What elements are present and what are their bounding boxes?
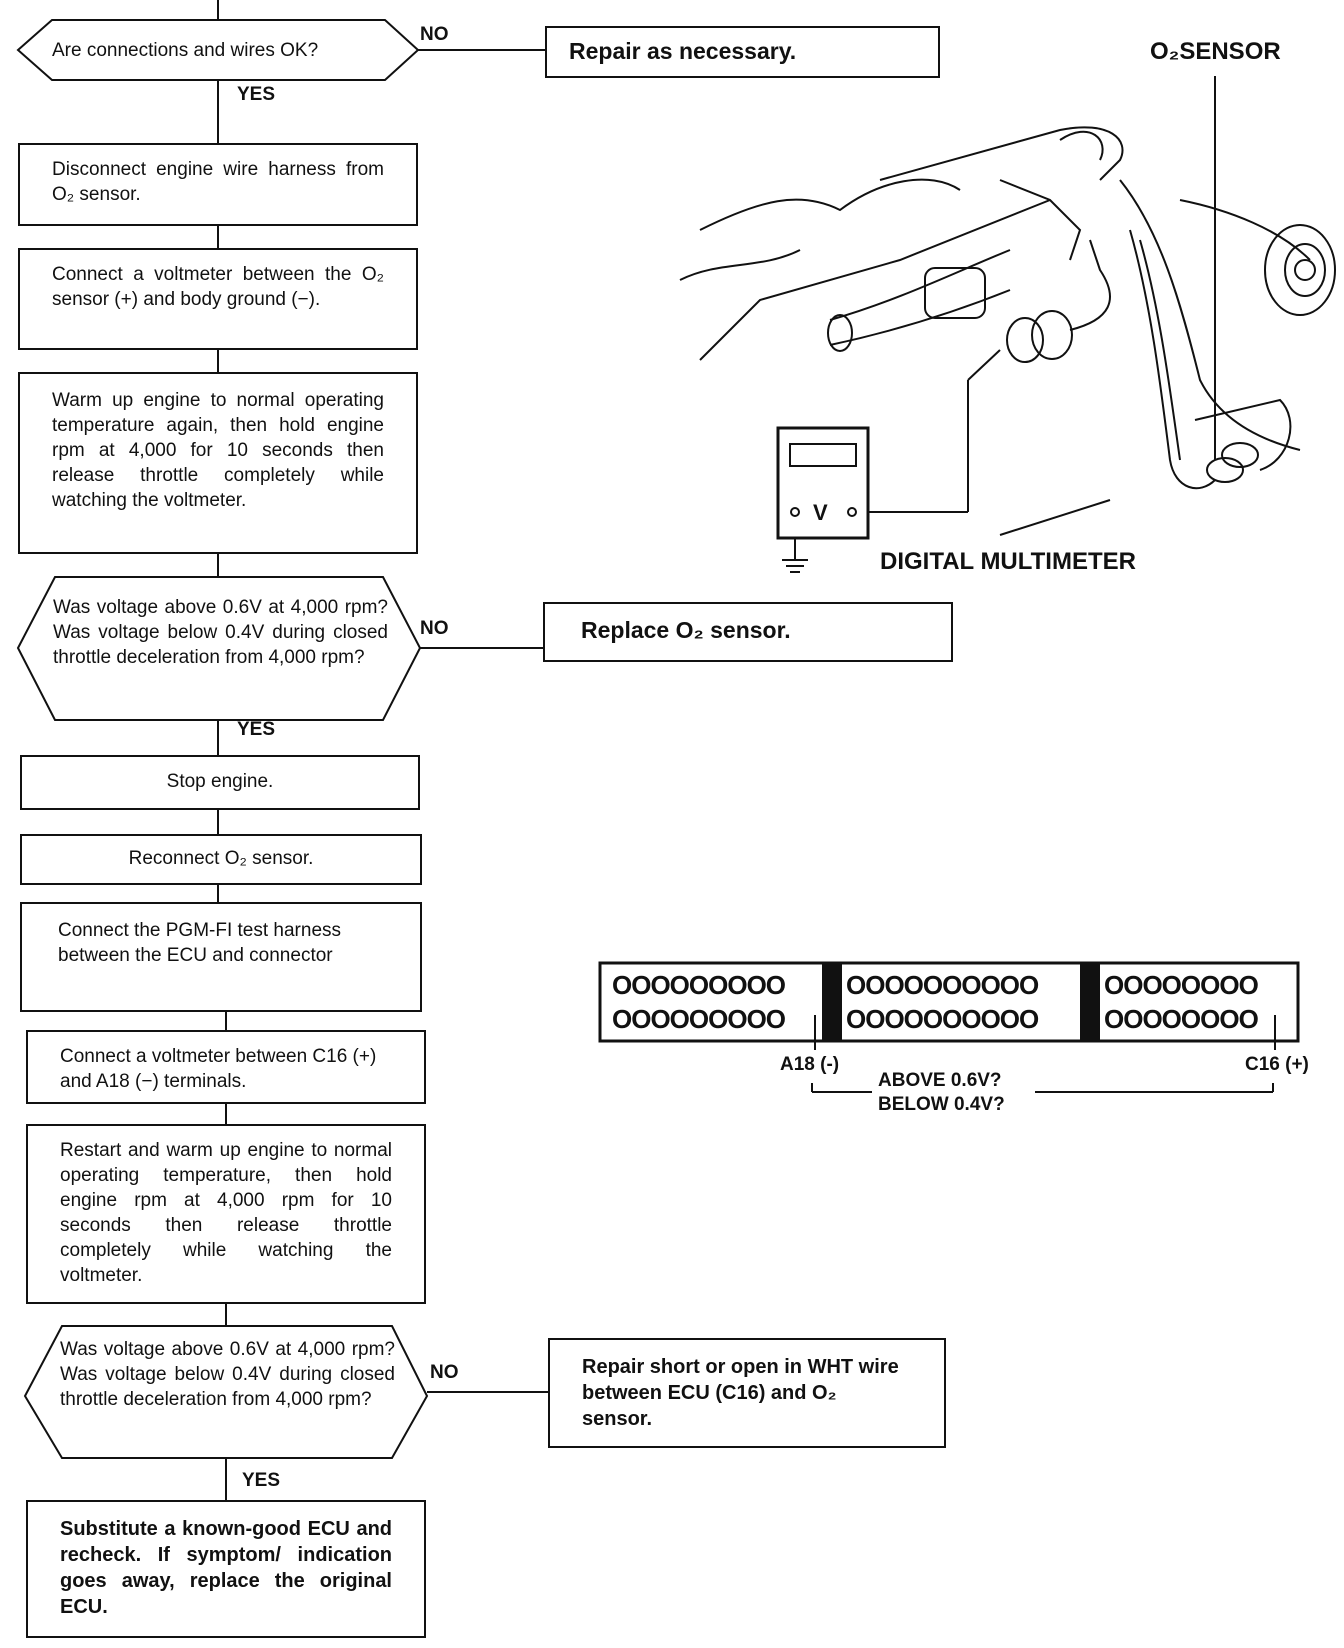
- decision-voltage-recheck-text: Was voltage above 0.6V at 4,000 rpm? Was…: [60, 1339, 395, 1410]
- substitute-ecu-box: Substitute a known-good ECU and recheck.…: [26, 1500, 426, 1638]
- connector-divider-1: [822, 963, 842, 1041]
- reconnect-o2-step: Reconnect O₂ sensor.: [20, 834, 422, 885]
- connect-voltmeter-step: Connect a voltmeter between the O₂ senso…: [18, 248, 418, 350]
- connector-row2-block2: OOOOOOOOOO: [846, 1004, 1039, 1034]
- repair-wht-wire-box: Repair short or open in WHT wire between…: [548, 1338, 946, 1448]
- below-threshold-label: BELOW 0.4V?: [878, 1094, 1005, 1115]
- terminal-a18-label: A18 (-): [780, 1054, 840, 1075]
- connector-outline: [598, 961, 1300, 1043]
- connector-row1-block3: OOOOOOOO: [1104, 970, 1259, 1000]
- restart-step: Restart and warm up engine to normal ope…: [26, 1124, 426, 1304]
- repair-box: Repair as necessary.: [545, 26, 940, 78]
- connector-row2-block3: OOOOOOOO: [1104, 1004, 1259, 1034]
- decision3-no-label: NO: [430, 1362, 459, 1383]
- decision2-yes-label: YES: [237, 719, 276, 740]
- above-threshold-label: ABOVE 0.6V?: [878, 1070, 1002, 1091]
- disconnect-harness-step: Disconnect engine wire harness from O₂ s…: [18, 143, 418, 226]
- multimeter-v-symbol: V: [813, 500, 828, 525]
- digital-multimeter-label: DIGITAL MULTIMETER: [880, 548, 1136, 575]
- o2-sensor-label: O₂SENSOR: [1150, 38, 1281, 65]
- decision1-no-label: NO: [420, 24, 449, 45]
- decision-hex-3: [23, 1325, 429, 1459]
- stop-engine-step: Stop engine.: [20, 755, 420, 810]
- decision-voltage-text: Was voltage above 0.6V at 4,000 rpm? Was…: [53, 597, 388, 668]
- connector-row2-block1: OOOOOOOOO: [612, 1004, 786, 1034]
- connector-divider-2: [1080, 963, 1100, 1041]
- replace-o2-box: Replace O₂ sensor.: [543, 602, 953, 662]
- decision1-yes-label: YES: [237, 84, 276, 105]
- connect-test-harness-step: Connect the PGM-FI test harness between …: [20, 902, 422, 1012]
- terminal-c16-label: C16 (+): [1245, 1054, 1309, 1075]
- decision3-yes-label: YES: [242, 1470, 281, 1491]
- connect-c16-step: Connect a voltmeter between C16 (+) and …: [26, 1030, 426, 1104]
- multimeter-display: [789, 443, 857, 467]
- connector-row1-block1: OOOOOOOOO: [612, 970, 786, 1000]
- decision-connections-text: Are connections and wires OK?: [52, 40, 319, 61]
- connector-row1-block2: OOOOOOOOOO: [846, 970, 1039, 1000]
- warm-up-step: Warm up engine to normal operating tempe…: [18, 372, 418, 554]
- decision2-no-label: NO: [420, 618, 449, 639]
